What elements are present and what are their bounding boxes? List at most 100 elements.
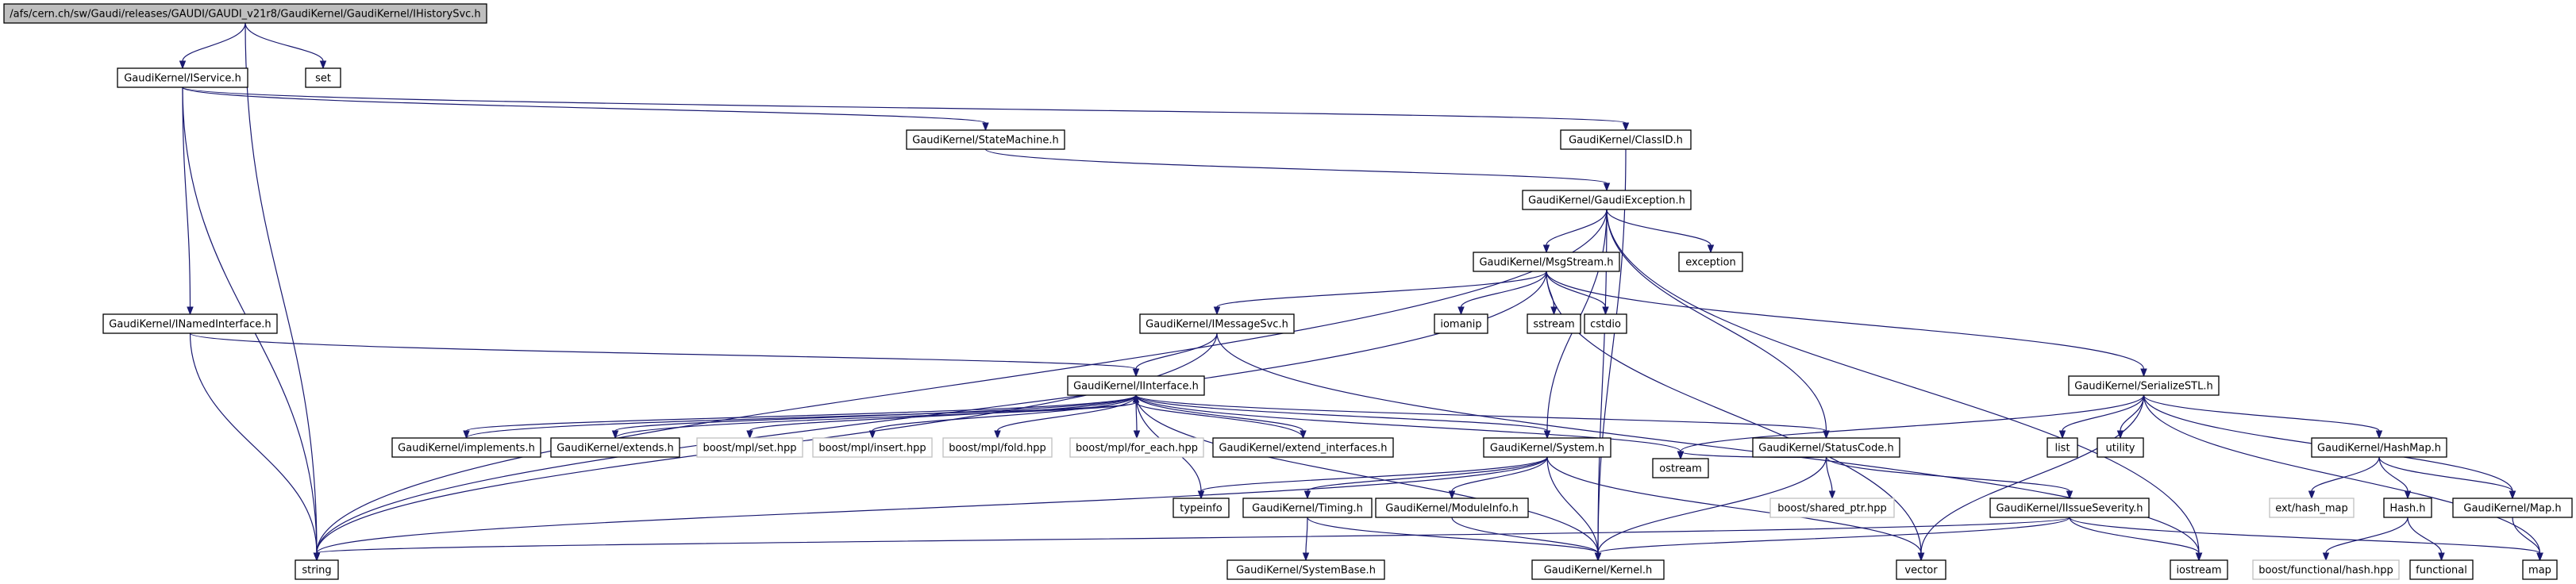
edge-line <box>465 402 1137 439</box>
node-label: ext/hash_map <box>2275 503 2348 515</box>
edge-classid-to-kernel <box>1594 148 1627 562</box>
node-timing[interactable]: GaudiKernel/Timing.h <box>1242 498 1373 518</box>
edge-line <box>1135 394 1304 432</box>
node-map[interactable]: map <box>2522 559 2558 580</box>
node-cstdio[interactable]: cstdio <box>1584 313 1627 334</box>
node-extends[interactable]: GaudiKernel/extends.h <box>550 437 680 458</box>
node-classid[interactable]: GaudiKernel/ClassID.h <box>1560 129 1692 150</box>
node-label: string <box>302 565 331 577</box>
node-label: iostream <box>2176 565 2221 577</box>
node-label: GaudiKernel/StateMachine.h <box>912 135 1059 147</box>
edge-iinterface-to-mplfold <box>994 394 1137 440</box>
node-label: functional <box>2416 565 2467 577</box>
node-hashmaph[interactable]: GaudiKernel/HashMap.h <box>2311 437 2447 458</box>
arrowhead-icon <box>982 122 989 132</box>
node-systembase[interactable]: GaudiKernel/SystemBase.h <box>1226 559 1385 580</box>
edge-line <box>1546 271 1607 308</box>
node-label: vector <box>1904 565 1938 577</box>
arrowhead-icon <box>187 306 194 316</box>
node-msgstream[interactable]: GaudiKernel/MsgStream.h <box>1473 252 1620 272</box>
arrowhead-icon <box>179 60 187 70</box>
node-statemachine[interactable]: GaudiKernel/StateMachine.h <box>906 129 1065 150</box>
edge-line <box>1546 456 1599 554</box>
node-imessagesvc[interactable]: GaudiKernel/IMessageSvc.h <box>1139 313 1295 334</box>
node-serializestl[interactable]: GaudiKernel/SerializeSTL.h <box>2068 375 2220 396</box>
edges-layer <box>179 22 2543 562</box>
node-box <box>550 437 680 458</box>
arrowhead-icon <box>1132 394 1140 403</box>
node-iissueseverity[interactable]: GaudiKernel/IIssueSeverity.h <box>1989 498 2150 518</box>
node-box <box>295 559 339 580</box>
edge-hashmaph-to-maph <box>2378 456 2516 500</box>
edge-line <box>182 86 1627 124</box>
node-label: GaudiKernel/IInterface.h <box>1073 381 1199 393</box>
node-inamedinterface[interactable]: GaudiKernel/INamedInterface.h <box>102 313 278 334</box>
node-implements[interactable]: GaudiKernel/implements.h <box>391 437 541 458</box>
node-extendinterfaces[interactable]: GaudiKernel/extend_interfaces.h <box>1212 437 1394 458</box>
edge-iissueseverity-to-kernel <box>1594 517 2070 562</box>
edge-line <box>1135 394 1599 554</box>
edge-line <box>1135 402 1304 439</box>
node-hashh[interactable]: Hash.h <box>2383 498 2432 518</box>
node-string[interactable]: string <box>295 559 339 580</box>
arrowhead-icon <box>1542 244 1550 254</box>
node-box <box>102 313 278 334</box>
edge-iservice-to-inamedinterface <box>182 86 194 316</box>
node-root[interactable]: /afs/cern.ch/sw/Gaudi/releases/GAUDI/GAU… <box>3 3 487 24</box>
edge-moduleinfo-to-kernel <box>1451 517 1602 562</box>
node-list[interactable]: list <box>2047 437 2078 458</box>
edge-line <box>1825 456 2070 492</box>
node-extmap[interactable]: ext/hash_map <box>2269 498 2355 518</box>
edge-line <box>1135 394 1548 432</box>
edge-line <box>996 394 1137 432</box>
arrowhead-icon <box>1448 490 1456 500</box>
node-box <box>1242 498 1373 518</box>
arrowhead-icon <box>1677 451 1685 460</box>
edge-msgstream-to-cstdio <box>1546 271 1609 316</box>
node-box <box>1584 313 1627 334</box>
node-mplfold[interactable]: boost/mpl/fold.hpp <box>942 437 1053 458</box>
arrowhead-icon <box>1300 430 1307 440</box>
node-label: boost/mpl/set.hpp <box>703 443 796 455</box>
node-typeinfo[interactable]: typeinfo <box>1172 498 1230 518</box>
node-mplforeach[interactable]: boost/mpl/for_each.hpp <box>1069 437 1204 458</box>
node-box <box>2409 559 2474 580</box>
node-iinterface[interactable]: GaudiKernel/IInterface.h <box>1067 375 1205 396</box>
node-ostream[interactable]: ostream <box>1652 458 1709 478</box>
arrowhead-icon <box>1828 490 1836 500</box>
node-mplset[interactable]: boost/mpl/set.hpp <box>696 437 803 458</box>
node-sharedptr[interactable]: boost/shared_ptr.hpp <box>1769 498 1895 518</box>
node-label: GaudiKernel/extends.h <box>556 443 674 455</box>
node-box <box>1375 498 1529 518</box>
node-iservice[interactable]: GaudiKernel/IService.h <box>117 67 248 88</box>
node-box <box>3 3 487 24</box>
node-gaudiexception[interactable]: GaudiKernel/GaudiException.h <box>1522 190 1692 210</box>
node-box <box>1652 458 1709 478</box>
node-functional[interactable]: functional <box>2409 559 2474 580</box>
edge-line <box>2143 394 2380 432</box>
edge-line <box>182 22 246 62</box>
node-exception[interactable]: exception <box>1678 252 1743 272</box>
node-statuscode[interactable]: GaudiKernel/StatusCode.h <box>1752 437 1900 458</box>
arrowhead-icon <box>1132 368 1140 378</box>
node-boostfunctional[interactable]: boost/functional/hash.hpp <box>2252 559 2400 580</box>
node-box <box>1531 559 1665 580</box>
arrowhead-icon <box>1457 306 1465 316</box>
node-system[interactable]: GaudiKernel/System.h <box>1483 437 1611 458</box>
node-vector[interactable]: vector <box>1896 559 1946 580</box>
edge-line <box>872 394 1137 432</box>
node-maph[interactable]: GaudiKernel/Map.h <box>2452 498 2573 518</box>
node-sstream[interactable]: sstream <box>1527 313 1581 334</box>
node-mplinsert[interactable]: boost/mpl/insert.hpp <box>812 437 933 458</box>
node-utility[interactable]: utility <box>2097 437 2144 458</box>
node-iomanip[interactable]: iomanip <box>1434 313 1488 334</box>
node-box <box>2383 498 2432 518</box>
arrowhead-icon <box>2195 552 2203 562</box>
node-moduleinfo[interactable]: GaudiKernel/ModuleInfo.h <box>1375 498 1529 518</box>
node-kernel[interactable]: GaudiKernel/Kernel.h <box>1531 559 1665 580</box>
node-box <box>1473 252 1620 272</box>
edge-timing-to-systembase <box>1302 517 1310 562</box>
node-set[interactable]: set <box>305 67 341 88</box>
node-iostream[interactable]: iostream <box>2170 559 2228 580</box>
